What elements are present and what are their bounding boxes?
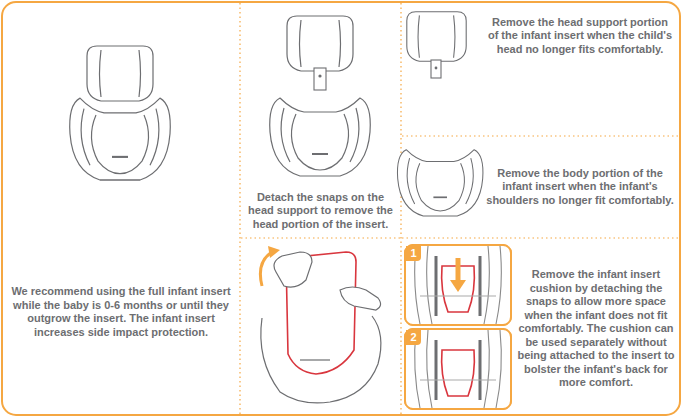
instruction-text: We recommend using the full infant inser…	[10, 285, 232, 339]
instruction-text: Remove the head support portion of the i…	[486, 16, 674, 57]
text-panel: Remove the infant insert cushion by deta…	[514, 248, 678, 410]
instruction-text: Detach the snaps on the head support to …	[245, 191, 396, 232]
text-panel: We recommend using the full infant inser…	[10, 270, 232, 354]
text-panel: Remove the body portion of the infant in…	[486, 146, 674, 228]
instruction-text: Remove the body portion of the infant in…	[486, 167, 674, 208]
text-panel: Remove the head support portion of the i…	[486, 4, 674, 68]
text-panel: Detach the snaps on the head support to …	[245, 184, 396, 238]
instruction-text: Remove the infant insert cushion by deta…	[514, 268, 678, 390]
step-number: 2	[406, 330, 421, 345]
step-number: 1	[406, 246, 421, 261]
